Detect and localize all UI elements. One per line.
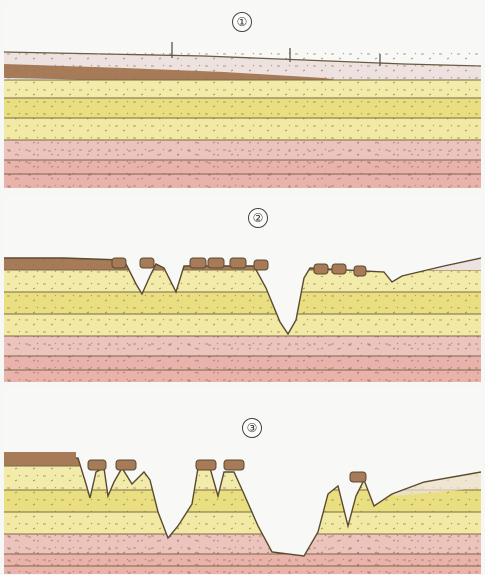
mesa-cap (190, 258, 206, 268)
mesa-cap (88, 460, 106, 470)
mesa-cap (112, 258, 126, 268)
stage-label: ③ (242, 418, 262, 438)
panel-stage-1: ① (4, 2, 481, 188)
stage-label: ① (232, 12, 252, 32)
mesa-cap (254, 260, 268, 270)
mesa-cap (350, 472, 366, 482)
stage-3-cross-section (4, 388, 481, 574)
panel-stage-2: ② (4, 196, 481, 382)
mesa-cap (116, 460, 136, 470)
panel-stage-3: ③ (4, 388, 481, 574)
mesa-cap (332, 264, 346, 274)
mesa-cap (224, 460, 244, 470)
cap-rock-left (4, 452, 76, 462)
mesa-cap (140, 258, 154, 268)
mesa-cap (196, 460, 216, 470)
mesa-cap (230, 258, 246, 268)
stage-label: ② (248, 208, 268, 228)
mesa-cap (314, 264, 328, 274)
stage-2-cross-section (4, 196, 481, 382)
mesa-cap (354, 266, 366, 276)
mesa-cap (208, 258, 224, 268)
